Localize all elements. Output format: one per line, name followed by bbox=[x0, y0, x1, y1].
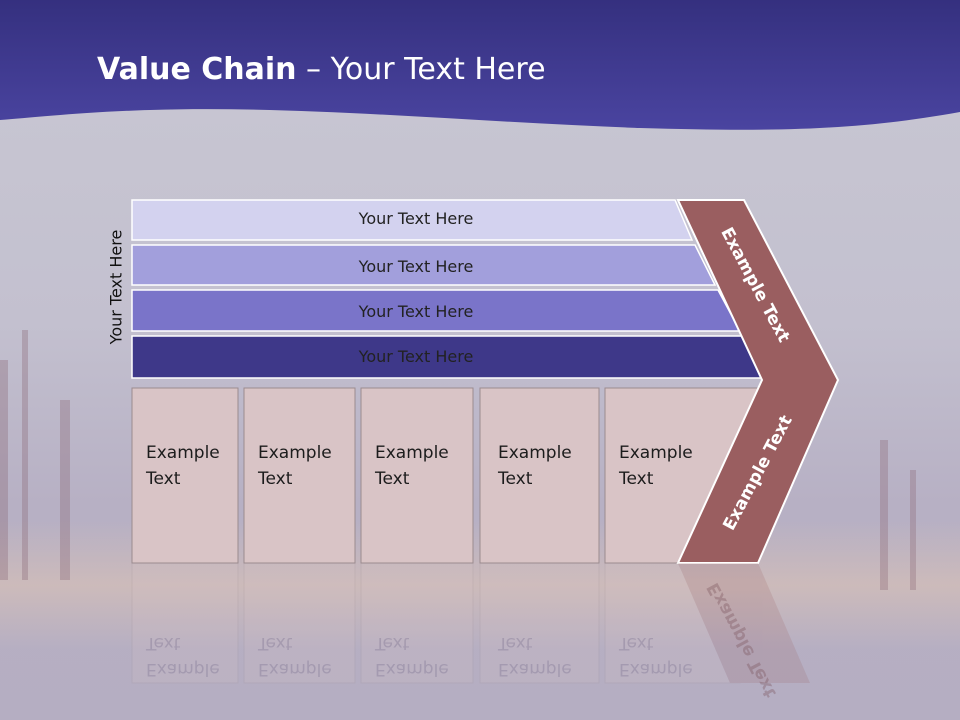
box-1-line2: Text bbox=[146, 469, 181, 489]
bar-1 bbox=[131, 199, 694, 241]
box-2-line2: Text bbox=[258, 469, 293, 489]
box-4-reflection: Example Text bbox=[498, 630, 598, 682]
box-1-line1: Example bbox=[146, 443, 220, 463]
slide-title: Value Chain – Your Text Here bbox=[97, 52, 546, 87]
title-bold: Value Chain bbox=[97, 52, 297, 87]
box-5-line1: Example bbox=[619, 443, 693, 463]
box-4-reflection-line1: Example bbox=[498, 659, 572, 679]
box-3 bbox=[360, 387, 474, 564]
box-2-reflection-line1: Example bbox=[258, 659, 332, 679]
title-rest: – Your Text Here bbox=[296, 52, 546, 87]
box-4-line2: Text bbox=[498, 469, 533, 489]
box-3-reflection-line1: Example bbox=[375, 659, 449, 679]
bar-2 bbox=[131, 244, 717, 286]
box-3-reflection: Example Text bbox=[375, 630, 475, 682]
box-2-line1: Example bbox=[258, 443, 332, 463]
box-4-reflection-line2: Text bbox=[498, 633, 533, 653]
box-2-reflection-line2: Text bbox=[258, 633, 293, 653]
box-5-reflection-line1: Example bbox=[619, 659, 693, 679]
box-2 bbox=[243, 387, 356, 564]
bar-3-label: Your Text Here bbox=[358, 302, 474, 321]
box-4 bbox=[479, 387, 600, 564]
box-5-reflection-line2: Text bbox=[619, 633, 654, 653]
box-5-reflection: Example Text bbox=[619, 630, 719, 682]
reflection bbox=[131, 562, 810, 684]
bar-2-label: Your Text Here bbox=[358, 257, 474, 276]
box-1-reflection: Example Text bbox=[146, 630, 246, 682]
box-3-reflection-line2: Text bbox=[375, 633, 410, 653]
box-2-reflection: Example Text bbox=[258, 630, 358, 682]
box-4-line1: Example bbox=[498, 443, 572, 463]
chevron-shape bbox=[676, 199, 840, 564]
box-1-reflection-line1: Example bbox=[146, 659, 220, 679]
box-1 bbox=[131, 387, 239, 564]
box-3-line2: Text bbox=[375, 469, 410, 489]
bar-4-label: Your Text Here bbox=[358, 347, 474, 366]
box-5-line2: Text bbox=[619, 469, 654, 489]
bar-1-label: Your Text Here bbox=[358, 209, 474, 228]
box-1-reflection-line2: Text bbox=[146, 633, 181, 653]
box-3-line1: Example bbox=[375, 443, 449, 463]
